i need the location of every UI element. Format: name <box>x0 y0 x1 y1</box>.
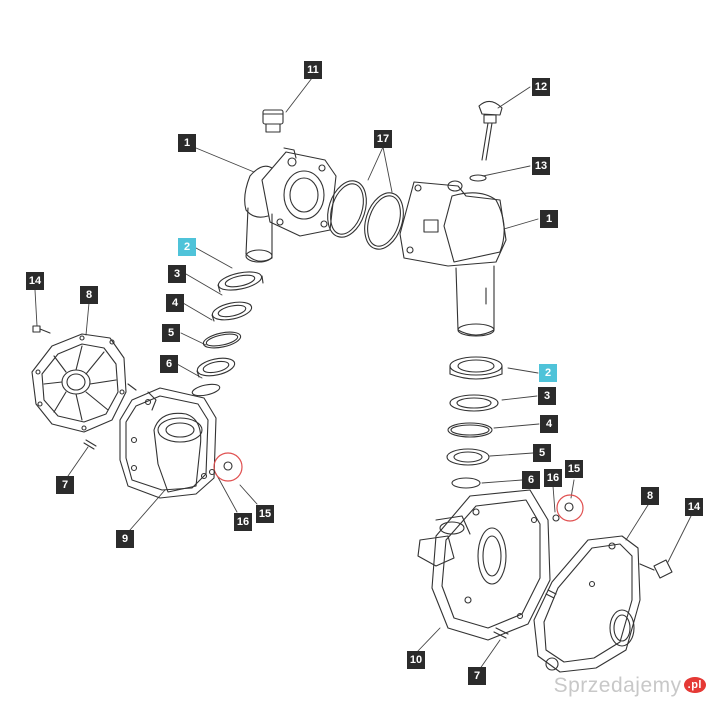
callout-label: 9 <box>116 530 134 548</box>
callout-label: 8 <box>641 487 659 505</box>
callout-label: 5 <box>162 324 180 342</box>
callout-label: 11 <box>304 61 322 79</box>
callout-label: 5 <box>533 444 551 462</box>
part-upper-housing-right <box>399 180 507 337</box>
part-cover-left <box>31 333 127 433</box>
callout-label-highlight: 2 <box>539 364 557 382</box>
callout-label: 7 <box>56 476 74 494</box>
right-seal-stack <box>446 356 503 489</box>
callout-label: 1 <box>540 210 558 228</box>
part-vent-cap <box>262 109 284 133</box>
callout-label: 7 <box>468 667 486 685</box>
watermark-badge: .pl <box>683 677 706 693</box>
part-bolt-right <box>639 559 673 579</box>
callout-label: 15 <box>256 505 274 523</box>
callout-label: 3 <box>538 387 556 405</box>
callout-label: 16 <box>544 469 562 487</box>
callout-label: 14 <box>685 498 703 516</box>
callout-label: 16 <box>234 513 252 531</box>
watermark: Sprzedajemy.pl <box>554 674 706 698</box>
part-o-rings <box>327 180 404 250</box>
part-gearbox-housing-right <box>417 489 551 641</box>
leader-lines <box>34 77 694 674</box>
callout-label: 8 <box>80 286 98 304</box>
part-dipstick <box>478 100 503 161</box>
callout-label: 4 <box>166 294 184 312</box>
part-cover-right <box>533 535 641 673</box>
part-drain-plug-left <box>208 452 243 482</box>
callout-label: 13 <box>532 157 550 175</box>
part-washer-small <box>469 174 487 182</box>
callout-label-highlight: 2 <box>178 238 196 256</box>
callout-label: 14 <box>26 272 44 290</box>
callout-label: 12 <box>532 78 550 96</box>
part-gearbox-housing-left <box>119 387 217 499</box>
left-seal-stack <box>191 271 264 397</box>
callout-label: 10 <box>407 651 425 669</box>
callout-label: 6 <box>522 471 540 489</box>
part-upper-housing-left <box>244 147 337 263</box>
callout-label: 17 <box>374 130 392 148</box>
part-drain-plug-right <box>552 494 584 522</box>
callout-label: 4 <box>540 415 558 433</box>
callout-label: 3 <box>168 265 186 283</box>
part-pin-left <box>83 383 137 450</box>
callout-label: 6 <box>160 355 178 373</box>
watermark-text: Sprzedajemy <box>553 674 682 697</box>
callout-label: 15 <box>565 460 583 478</box>
part-pin-right <box>493 589 557 639</box>
callout-label: 1 <box>178 134 196 152</box>
part-bolt-left <box>32 325 51 334</box>
